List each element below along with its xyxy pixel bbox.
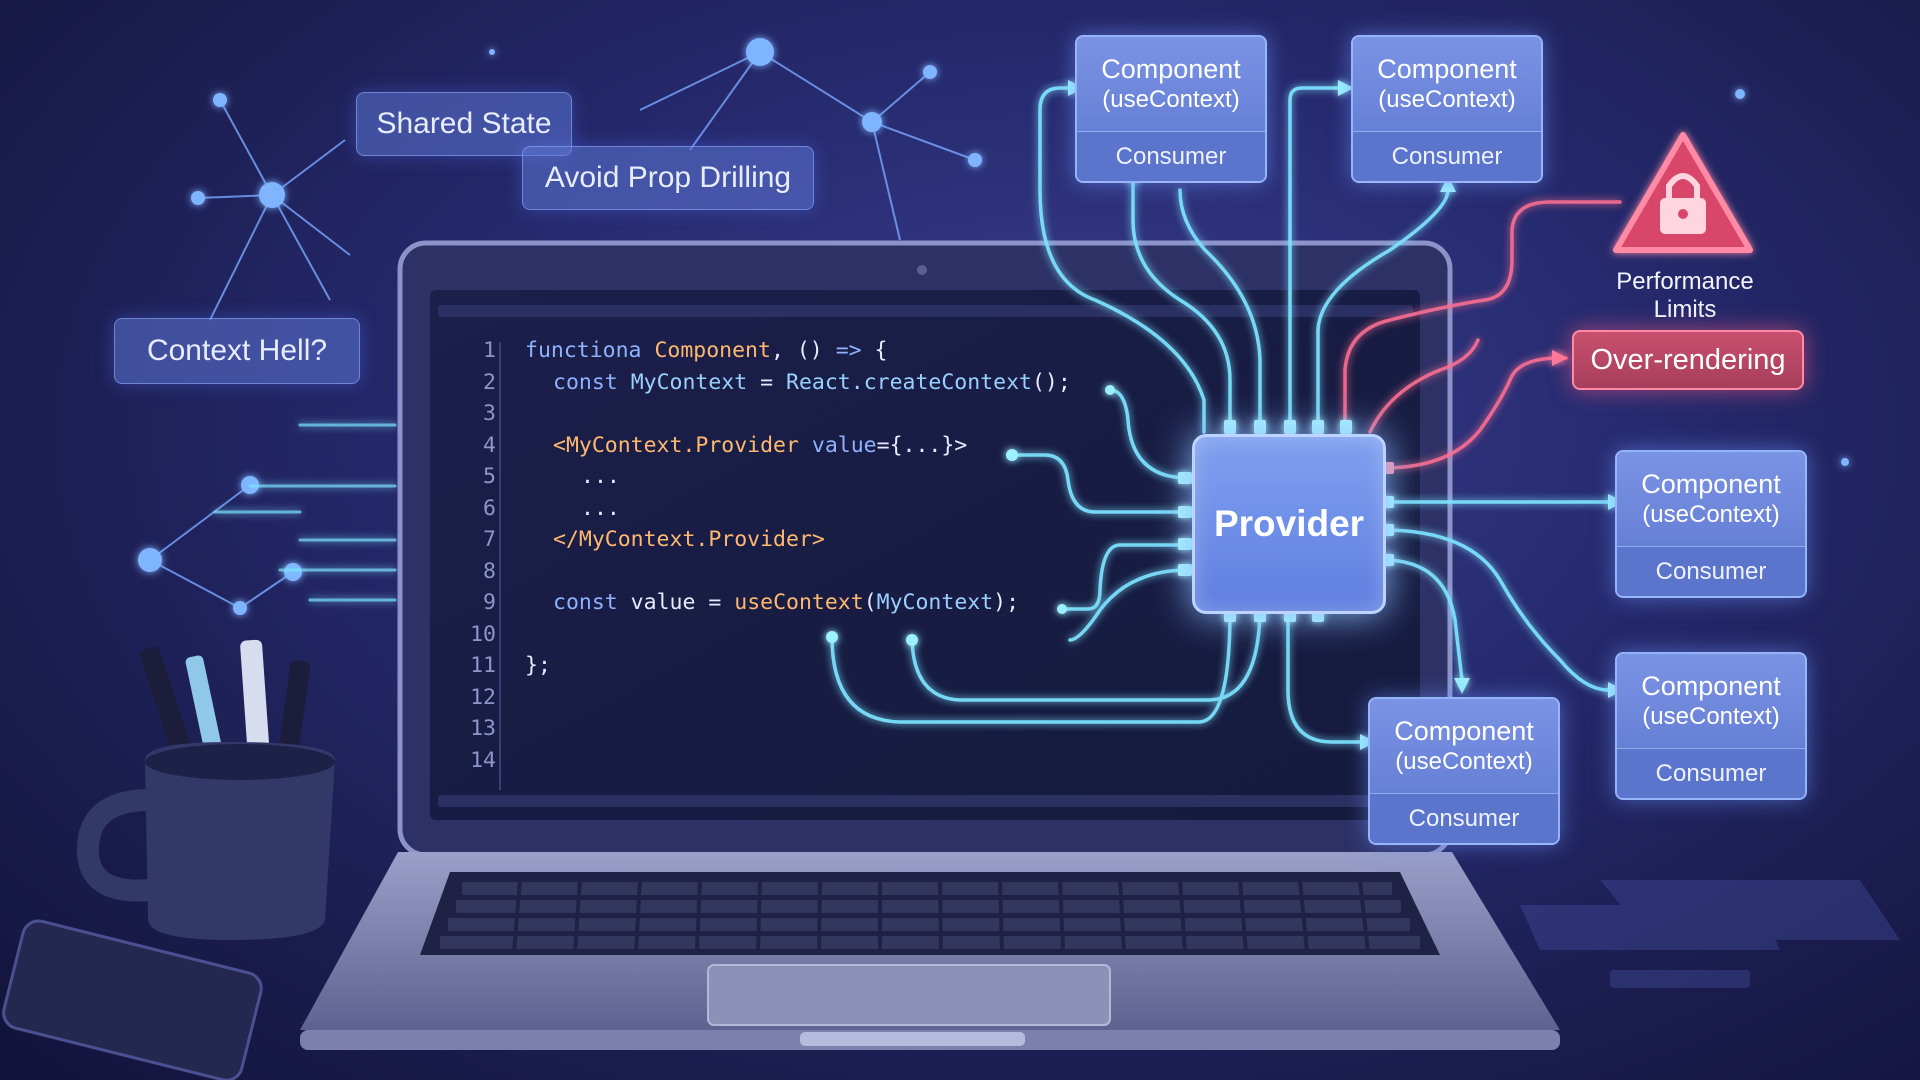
consumer-component-right-lower: Component(useContext) Consumer [1615, 652, 1807, 800]
line-number: 2 [483, 369, 496, 395]
network-graph-icon [149, 51, 976, 609]
line-number: 14 [470, 747, 496, 773]
line-number: 13 [470, 716, 496, 741]
line-number: 12 [470, 684, 496, 710]
component-role: Consumer [1353, 131, 1541, 181]
line-number: 4 [483, 432, 496, 458]
shared-state-label: Shared State [376, 107, 552, 140]
code-line-4: <MyContext.Provider value={...}> [553, 432, 968, 458]
component-title: Component [1101, 54, 1241, 84]
component-title: Component [1394, 716, 1534, 746]
pencil-cup-icon [76, 639, 335, 940]
component-hook: (useContext) [1642, 703, 1780, 730]
consumer-component-top-left: Component(useContext) Consumer [1075, 35, 1267, 183]
line-number: 1 [483, 338, 496, 363]
context-hell-label: Context Hell? [146, 334, 328, 367]
consumer-component-bottom: Component(useContext) Consumer [1368, 697, 1560, 845]
component-role: Consumer [1077, 131, 1265, 181]
code-line-2: const MyContext = React.createContext(); [553, 369, 1071, 395]
consumer-component-right-upper: Component(useContext) Consumer [1615, 450, 1807, 598]
over-rendering-label: Over-rendering [1590, 343, 1786, 376]
code-line-1: functiona Component, () => { [525, 338, 888, 363]
line-number: 10 [470, 621, 496, 647]
component-role: Consumer [1370, 793, 1558, 843]
laptop [300, 240, 1560, 1050]
code-line-5: ... [581, 464, 620, 489]
component-hook: (useContext) [1395, 748, 1533, 775]
over-rendering-badge: Over-rendering [1572, 330, 1804, 390]
component-title: Component [1641, 469, 1781, 499]
line-number: 5 [483, 464, 496, 489]
consumer-component-top-right: Component(useContext) Consumer [1351, 35, 1543, 183]
lock-warning-icon [1613, 132, 1753, 253]
code-line-7: </MyContext.Provider> [553, 527, 825, 552]
avoid-prop-drilling-label: Avoid Prop Drilling [544, 161, 792, 194]
code-line-9: const value = useContext(MyContext); [553, 590, 1020, 615]
context-hell-bubble: Context Hell? [114, 318, 360, 384]
line-number: 3 [483, 401, 496, 426]
phone-icon [2, 919, 263, 1080]
avoid-prop-drilling-bubble: Avoid Prop Drilling [522, 146, 814, 210]
performance-limits-label: Performance Limits [1616, 268, 1754, 323]
component-role: Consumer [1617, 748, 1805, 798]
line-number: 8 [483, 558, 496, 584]
component-hook: (useContext) [1642, 501, 1780, 528]
code-line-11: }; [525, 653, 551, 678]
code-line-6: ... [581, 495, 620, 521]
component-hook: (useContext) [1378, 86, 1516, 113]
shared-state-bubble: Shared State [356, 92, 572, 156]
component-title: Component [1377, 54, 1517, 84]
component-hook: (useContext) [1102, 86, 1240, 113]
line-number: 7 [483, 527, 496, 552]
line-number: 11 [470, 653, 496, 678]
component-title: Component [1641, 671, 1781, 701]
component-role: Consumer [1617, 546, 1805, 596]
provider-label: Provider [1213, 503, 1365, 544]
line-number: 9 [483, 590, 496, 615]
provider-chip: Provider [1192, 434, 1386, 614]
line-number: 6 [483, 495, 496, 521]
